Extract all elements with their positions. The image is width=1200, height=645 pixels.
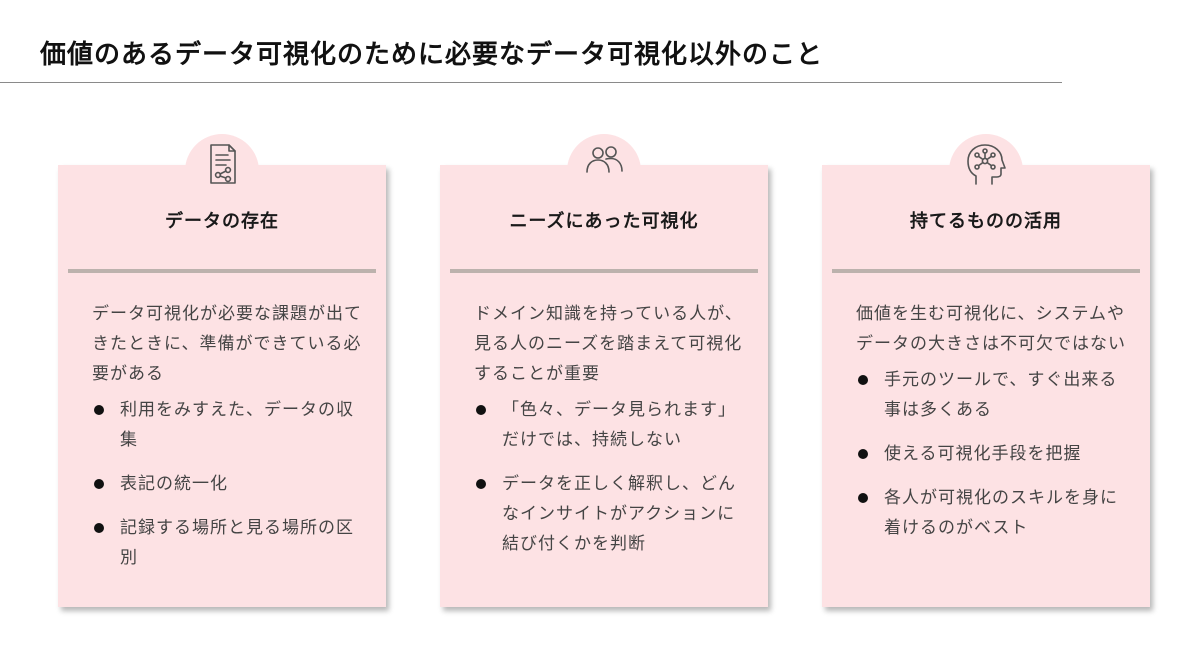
list-item: 表記の統一化 — [92, 469, 364, 499]
bullet-dot — [94, 479, 104, 489]
bullet-text: データを正しく解釈し、どんなインサイトがアクションに結び付くかを判断 — [502, 474, 736, 554]
list-item: 「色々、データ見られます」だけでは、持続しない — [474, 395, 746, 455]
card-body: 価値を生む可視化に、システムやデータの大きさは不可欠ではない 手元のツールで、す… — [856, 299, 1128, 557]
list-item: 記録する場所と見る場所の区別 — [92, 513, 364, 573]
bullet-dot — [94, 523, 104, 533]
list-item: 手元のツールで、すぐ出来る事は多くある — [856, 365, 1128, 425]
card-divider — [450, 269, 758, 273]
card-intro: データ可視化が必要な課題が出てきたときに、準備ができている必要がある — [92, 304, 362, 384]
bullet-list: 手元のツールで、すぐ出来る事は多くある 使える可視化手段を把握 各人が可視化のス… — [856, 365, 1128, 543]
bullet-text: 使える可視化手段を把握 — [884, 444, 1082, 464]
head-network-icon — [967, 144, 1006, 185]
bullet-dot — [858, 375, 868, 385]
card-body: ドメイン知識を持っている人が、見る人のニーズを踏まえて可視化することが重要 「色… — [474, 299, 746, 573]
card-data-existence: データの存在 データ可視化が必要な課題が出てきたときに、準備ができている必要があ… — [58, 134, 386, 607]
list-item: 使える可視化手段を把握 — [856, 439, 1128, 469]
card-intro: 価値を生む可視化に、システムやデータの大きさは不可欠ではない — [856, 304, 1126, 354]
card-icon-bubble — [567, 134, 641, 208]
card-icon-bubble — [185, 134, 259, 208]
list-item: データを正しく解釈し、どんなインサイトがアクションに結び付くかを判断 — [474, 469, 746, 559]
bullet-text: 記録する場所と見る場所の区別 — [120, 518, 354, 568]
bullet-dot — [476, 405, 486, 415]
bullet-dot — [858, 449, 868, 459]
bullet-list: 「色々、データ見られます」だけでは、持続しない データを正しく解釈し、どんなイン… — [474, 395, 746, 559]
bullet-dot — [94, 405, 104, 415]
card-divider — [832, 269, 1140, 273]
bullet-list: 利用をみすえた、データの収集 表記の統一化 記録する場所と見る場所の区別 — [92, 395, 364, 573]
card-heading: データの存在 — [165, 211, 279, 232]
card-heading: 持てるものの活用 — [910, 211, 1062, 232]
bullet-text: 表記の統一化 — [120, 474, 228, 494]
card-body: データ可視化が必要な課題が出てきたときに、準備ができている必要がある 利用をみす… — [92, 299, 364, 587]
card-intro: ドメイン知識を持っている人が、見る人のニーズを踏まえて可視化することが重要 — [474, 304, 743, 384]
page-title: 価値のあるデータ可視化のために必要なデータ可視化以外のこと — [40, 40, 824, 70]
document-share-icon — [210, 144, 236, 184]
users-icon — [586, 146, 623, 173]
bullet-dot — [858, 493, 868, 503]
card-heading: ニーズにあった可視化 — [509, 211, 699, 232]
bullet-text: 利用をみすえた、データの収集 — [120, 400, 354, 450]
bullet-text: 「色々、データ見られます」だけでは、持続しない — [502, 400, 736, 450]
card-needs-visualization: ニーズにあった可視化 ドメイン知識を持っている人が、見る人のニーズを踏まえて可視… — [440, 134, 768, 607]
list-item: 各人が可視化のスキルを身に着けるのがベスト — [856, 483, 1128, 543]
bullet-dot — [476, 479, 486, 489]
list-item: 利用をみすえた、データの収集 — [92, 395, 364, 455]
card-divider — [68, 269, 376, 273]
title-divider — [0, 82, 1062, 83]
bullet-text: 手元のツールで、すぐ出来る事は多くある — [884, 370, 1118, 420]
card-icon-bubble — [949, 134, 1023, 208]
bullet-text: 各人が可視化のスキルを身に着けるのがベスト — [884, 488, 1118, 538]
card-utilize-resources: 持てるものの活用 価値を生む可視化に、システムやデータの大きさは不可欠ではない … — [822, 134, 1150, 607]
